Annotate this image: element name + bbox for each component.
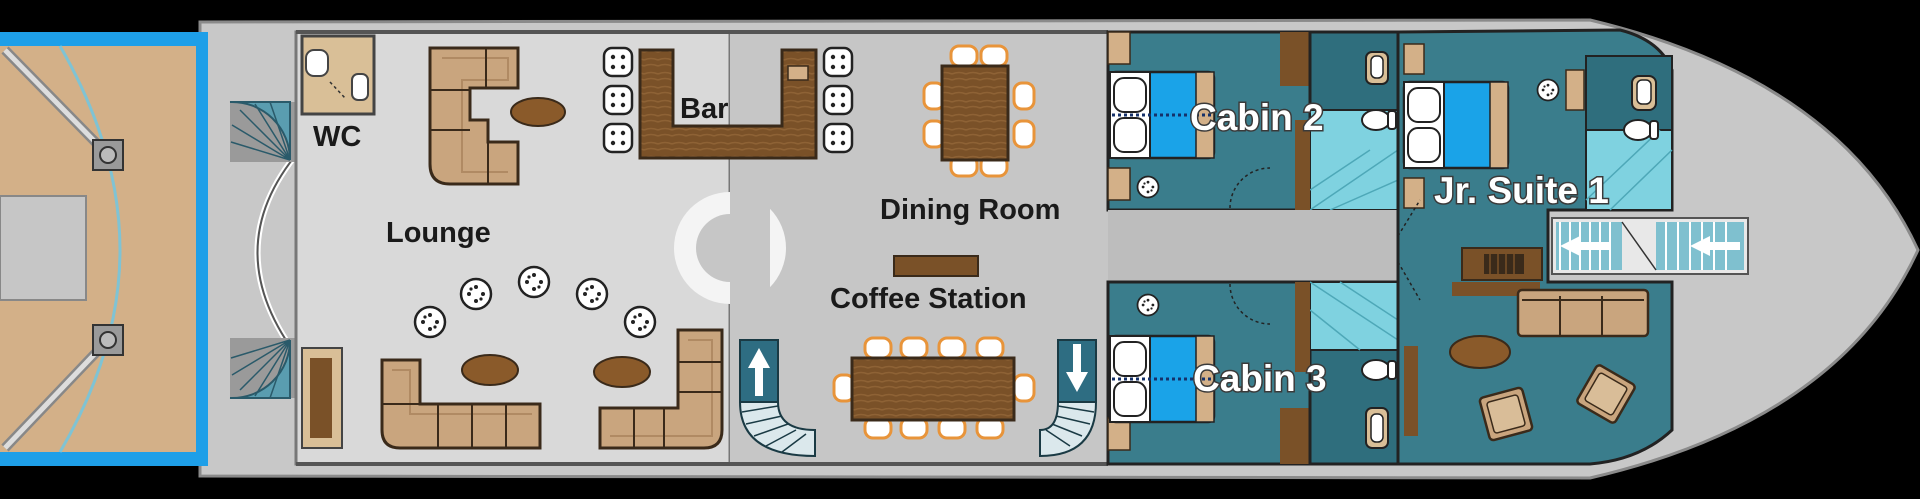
spiral-stair-top [229,100,295,162]
anchor-icon [1,46,124,171]
armchair [1576,364,1636,424]
spiral-stair-bottom [229,338,295,400]
label-cabin-2: Cabin 2 [1190,97,1324,138]
bed-icon [1108,70,1216,160]
cabin-3 [1106,280,1400,466]
label-bar: Bar [680,93,728,125]
label-jr-suite-1: Jr. Suite 1 [1434,170,1609,211]
stair-down [1039,339,1098,458]
toilet-icon [305,49,329,77]
label-cabin-3: Cabin 3 [1193,358,1327,399]
arrow-down-icon [1066,344,1088,392]
arrow-left-icon [1690,236,1740,256]
label-wc: WC [313,121,361,153]
wc-room [300,34,376,116]
sofa-bottom-right [598,328,724,450]
bed-icon [1402,80,1510,170]
label-lounge: Lounge [386,217,491,249]
dining-table-bottom [832,336,1036,440]
jr-suite-1 [1396,28,1749,466]
arrow-left-icon [1560,236,1610,256]
coffee-station-counter [893,255,979,277]
sofa-bottom-left [380,358,542,450]
sofa-top [428,46,520,186]
armchair [1478,386,1534,442]
label-dining-room: Dining Room [880,194,1060,226]
bar-counter [638,48,818,160]
bow-deck [0,32,208,466]
anchor-icon [1,324,124,452]
cabin-2 [1106,30,1400,212]
stair-up [738,339,816,458]
bed-icon [1108,334,1216,424]
sofa-suite [1516,288,1650,338]
dining-table-top [922,44,1036,178]
label-coffee-station: Coffee Station [830,283,1027,315]
arrow-up-icon [748,348,770,396]
